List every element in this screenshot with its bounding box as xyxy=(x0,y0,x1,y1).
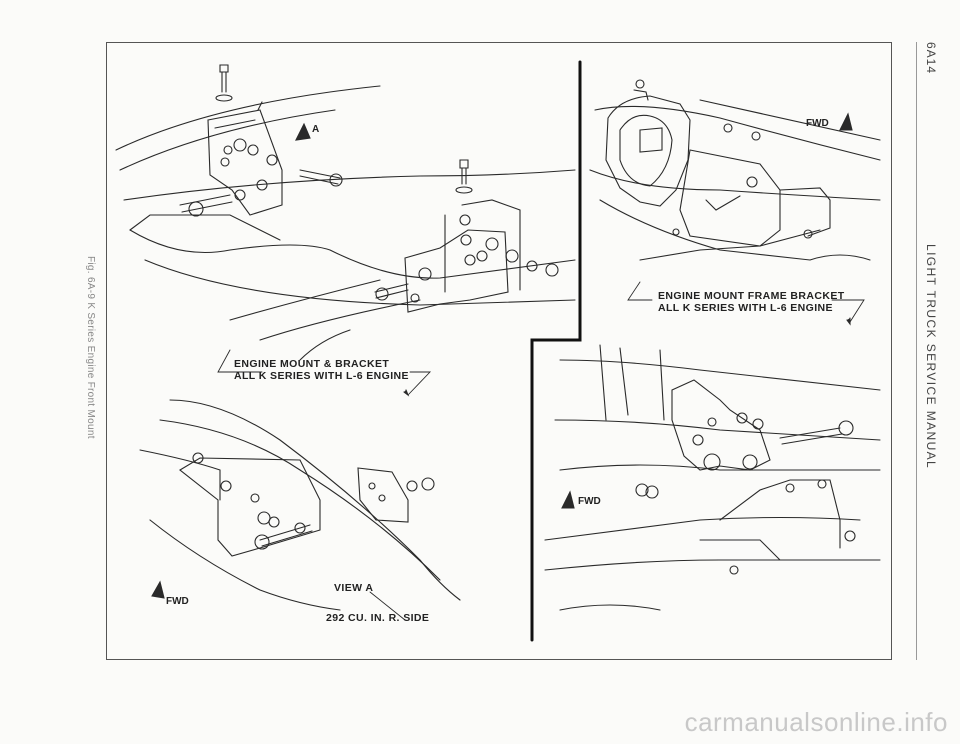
header-rule xyxy=(916,42,917,660)
arrow-a-label: A xyxy=(312,124,320,135)
frame-bracket-line-2: ALL K SERIES WITH L-6 ENGINE xyxy=(658,302,833,314)
view-a-label: VIEW A xyxy=(334,582,374,594)
frame-bracket-line-1: ENGINE MOUNT FRAME BRACKET xyxy=(658,290,845,302)
engine-mount-bracket-line-2: ALL K SERIES WITH L-6 ENGINE xyxy=(234,370,409,382)
top-left-panel xyxy=(115,64,576,397)
watermark: carmanualsonline.info xyxy=(684,707,948,737)
frame-bracket-caption: ENGINE MOUNT FRAME BRACKET ALL K SERIES … xyxy=(658,290,845,314)
panel-divider xyxy=(530,60,582,642)
top-right-panel xyxy=(589,79,881,326)
bottom-left-panel xyxy=(139,399,461,621)
figure-caption: Fig. 6A-9 K Series Engine Front Mount xyxy=(85,256,96,439)
manual-title: LIGHT TRUCK SERVICE MANUAL xyxy=(924,244,938,470)
engine-mount-bracket-line-1: ENGINE MOUNT & BRACKET xyxy=(234,358,390,370)
fwd-label-frame: FWD xyxy=(806,118,829,129)
fwd-label-view-a: FWD xyxy=(166,596,189,607)
engine-mount-bracket-caption: ENGINE MOUNT & BRACKET ALL K SERIES WITH… xyxy=(234,358,409,382)
page-number: 6A14 xyxy=(924,42,938,75)
engine-side-note: 292 CU. IN. R. SIDE xyxy=(326,612,430,624)
figure-frame xyxy=(106,42,892,660)
bottom-right-panel xyxy=(544,344,881,611)
fwd-label-bottom: FWD xyxy=(578,496,601,507)
